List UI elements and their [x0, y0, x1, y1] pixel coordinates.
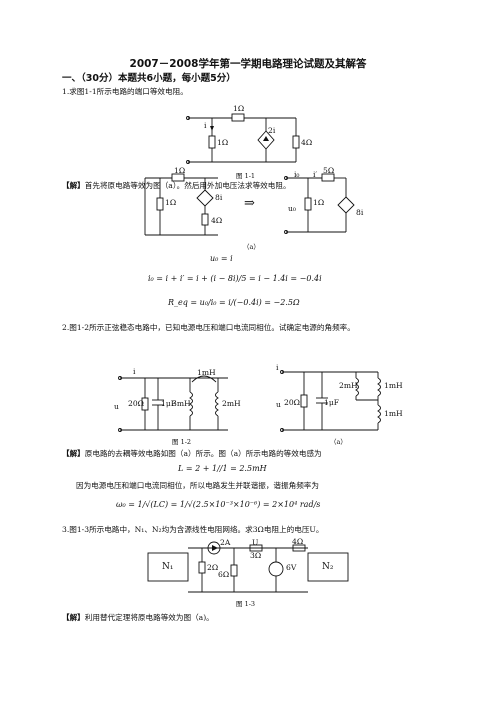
- solution-3: 【解】利用替代定理将原电路等效为图（a)。: [62, 612, 214, 623]
- page-title: 2007－2008学年第一学期电路理论试题及其解答: [129, 58, 367, 70]
- label-i-3: i: [276, 363, 279, 372]
- label-l1b: 1mH: [384, 381, 403, 390]
- label-r1b: 1Ω: [217, 138, 229, 147]
- label-r1d: 1Ω: [165, 198, 177, 207]
- label-r1: 1Ω: [233, 104, 245, 113]
- label-r20b: 20Ω: [284, 398, 300, 407]
- label-2i: 2i: [268, 126, 276, 135]
- label-u0: u₀: [288, 204, 296, 213]
- label-n1: N₁: [162, 562, 174, 572]
- solution-tag: 【解】: [62, 613, 85, 622]
- arrow-icon: ⇒: [244, 196, 255, 211]
- arrow-icon: [263, 136, 269, 141]
- figure-a-1: [144, 173, 355, 236]
- label-c1: 1μF: [161, 399, 177, 408]
- solution-text: 首先将原电路等效为图（a）。然后用外加电压法求等效电阻。: [84, 181, 291, 190]
- figure-1-2: [118, 375, 228, 432]
- solution-text: 利用替代定理将原电路等效为图（a)。: [84, 613, 214, 622]
- solution-2-text-2: 因为电源电压和端口电流同相位，所以电路发生并联谐振，谐振角频率为: [76, 481, 319, 490]
- caption-fig-1-2: 图 1-2: [172, 438, 192, 446]
- label-i: i: [204, 121, 207, 130]
- label-i-2: i: [133, 367, 136, 376]
- label-l2b: 2mH: [339, 381, 358, 390]
- label-ip: i′: [313, 170, 318, 179]
- label-r1e: 1Ω: [313, 198, 325, 207]
- question-2: 2.图1-2所示正弦稳态电路中，已知电源电压和端口电流同相位。试确定电源的角频率…: [62, 323, 355, 332]
- label-u-2: u: [276, 400, 281, 409]
- question-1: 1.求图1-1所示电路的端口等效电阻。: [62, 87, 188, 96]
- question-3: 3.图1-3所示电路中，N₁、N₂均为含源线性电阻网络。求3Ω电阻上的电压U。: [62, 525, 324, 534]
- label-l3: 3mH: [172, 399, 191, 408]
- solution-tag: 【解】: [62, 449, 85, 458]
- solution-text: 原电路的去耦等效电路如图（a）所示。图（a）所示电路的等效电感为: [84, 449, 322, 458]
- label-6v: 6V: [286, 563, 297, 572]
- label-n2: N₂: [322, 562, 334, 572]
- caption-fig-a2: （a）: [330, 438, 347, 446]
- label-l2: 2mH: [222, 399, 241, 408]
- solution-2: 【解】原电路的去耦等效电路如图（a）所示。图（a）所示电路的等效电感为: [62, 448, 322, 459]
- caption-fig-1-1: 图 1-1: [236, 172, 256, 180]
- label-r4: 4Ω: [301, 138, 313, 147]
- label-r5: 5Ω: [323, 166, 335, 175]
- arrow-icon: [212, 545, 218, 551]
- figure-1-3: [147, 541, 349, 593]
- label-2a: 2A: [220, 538, 231, 547]
- label-l1: 1mH: [197, 368, 216, 377]
- equation-4: L = 2 + 1//1 = 2.5mH: [178, 464, 267, 473]
- label-r6: 6Ω: [218, 570, 230, 579]
- equation-3: R_eq = u₀/i₀ = i/(−0.4i) = −2.5Ω: [168, 298, 300, 307]
- label-l1c: 1mH: [384, 409, 403, 418]
- label-8i: 8i: [215, 193, 223, 202]
- equation-5: ω₀ = 1/√(LC) = 1/√(2.5×10⁻³×10⁻⁶) = 2×10…: [116, 500, 321, 509]
- label-r2: 2Ω: [207, 563, 219, 572]
- equation-2: i₀ = i + i′ = i + (i − 8i)/5 = i − 1.4i …: [148, 274, 322, 283]
- caption-fig-a: （a）: [243, 243, 260, 251]
- label-r4c: 4Ω: [292, 537, 304, 546]
- label-r4b: 4Ω: [211, 216, 223, 225]
- figure-a-2: [280, 370, 381, 432]
- label-u: u: [114, 402, 119, 411]
- label-8i-b: 8i: [356, 208, 364, 217]
- equation-1: u₀ = i: [210, 254, 233, 263]
- section-heading: 一、（30分）本题共6小题，每小题5分）: [62, 73, 236, 84]
- solution-1: 【解】首先将原电路等效为图（a）。然后用外加电压法求等效电阻。: [62, 180, 291, 191]
- caption-fig-1-3: 图 1-3: [236, 600, 256, 608]
- arrow-icon: [210, 126, 214, 131]
- label-U: U: [252, 538, 259, 547]
- label-r20: 20Ω: [128, 399, 144, 408]
- label-r1c: 1Ω: [174, 166, 186, 175]
- label-r3: 3Ω: [250, 551, 262, 560]
- label-i0: i₀: [294, 170, 300, 179]
- figure-1-1: [186, 113, 300, 164]
- label-c1b: 1μF: [324, 398, 340, 407]
- solution-tag: 【解】: [62, 181, 85, 190]
